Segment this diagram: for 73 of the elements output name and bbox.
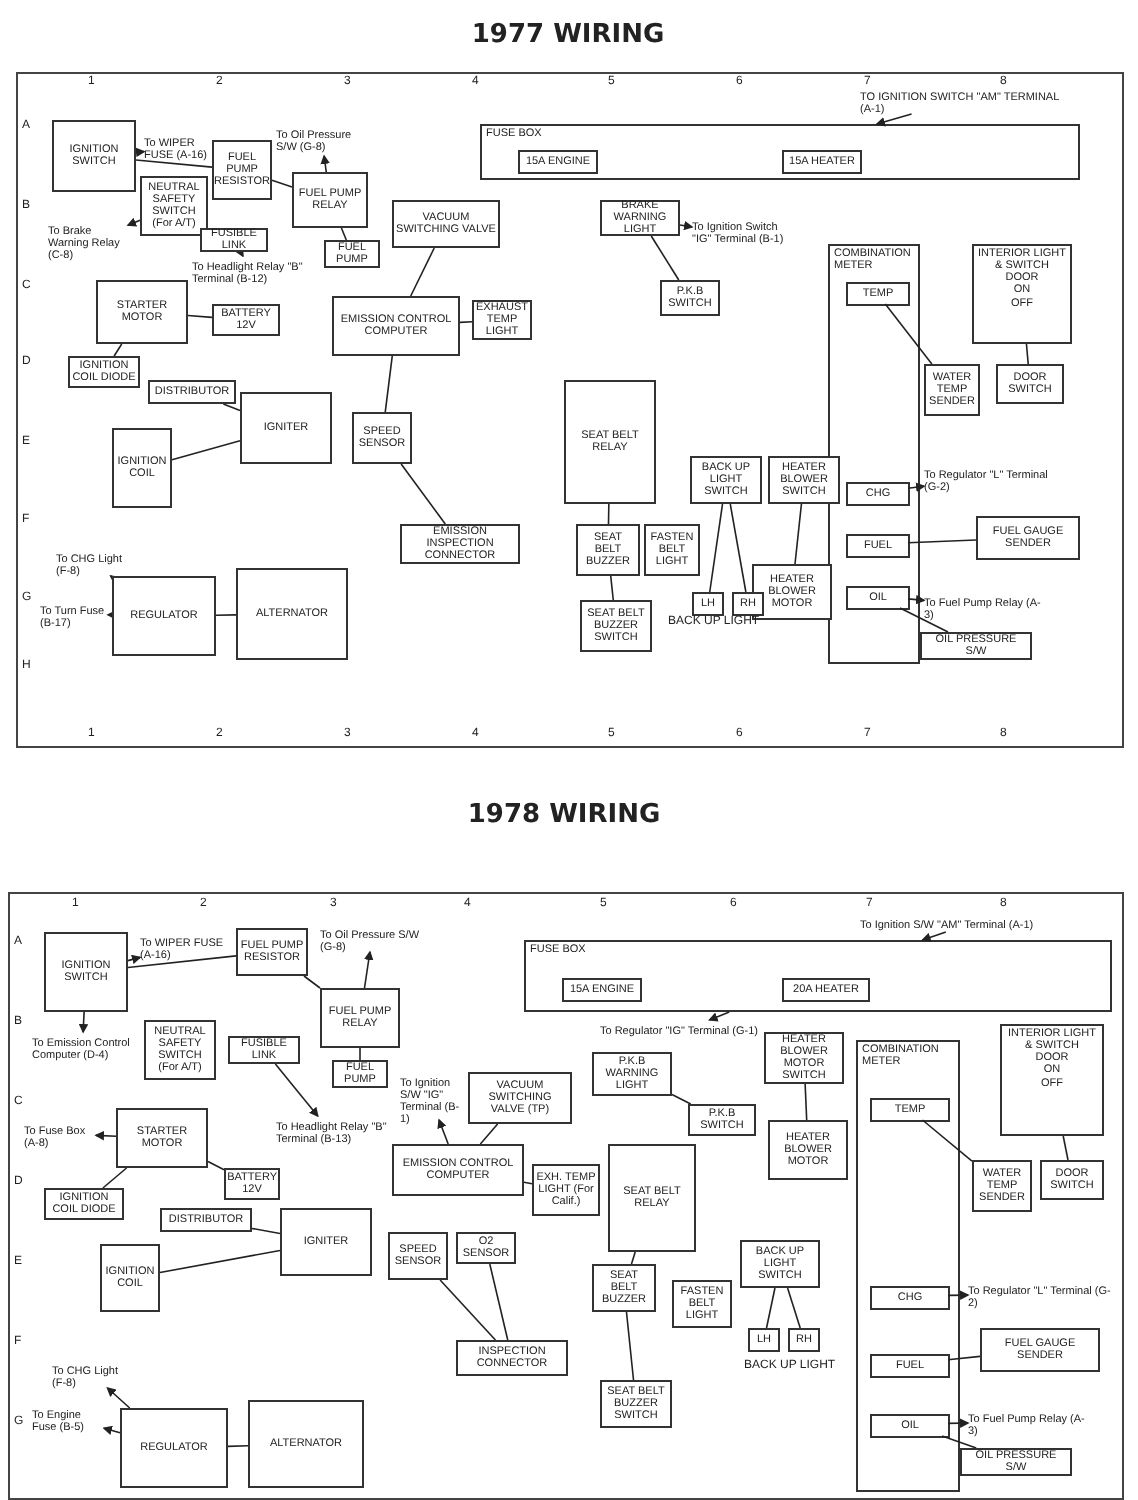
arrow (907, 482, 926, 492)
wire (609, 575, 615, 601)
arrow (274, 1063, 319, 1118)
wire (340, 227, 348, 241)
wire (207, 1160, 225, 1171)
wire (708, 503, 724, 593)
wire (907, 539, 977, 544)
wire (650, 235, 680, 281)
arrow (234, 246, 244, 258)
wire (102, 1167, 128, 1189)
arrow (437, 1118, 449, 1145)
wire (459, 320, 473, 324)
wire (215, 614, 237, 616)
wire (359, 1047, 361, 1061)
wire (523, 1181, 533, 1185)
arrow (126, 217, 141, 227)
wire (251, 1227, 281, 1235)
wire (409, 247, 436, 297)
wire (921, 1119, 973, 1162)
arrow (94, 1130, 117, 1141)
wire (884, 303, 933, 365)
wire (625, 1311, 635, 1381)
arrow (127, 954, 142, 965)
component-group (828, 244, 920, 664)
wire (729, 503, 747, 593)
wire (1062, 1135, 1069, 1161)
wire (113, 343, 123, 357)
wire (607, 503, 610, 525)
arrow (102, 1425, 121, 1435)
arrow (78, 1011, 89, 1034)
arrow (708, 1011, 731, 1022)
switch-box (1000, 1024, 1104, 1136)
panel-heading: 1978 WIRING (465, 800, 663, 830)
arrow (363, 950, 374, 989)
wire (127, 955, 237, 969)
wire (804, 1083, 808, 1121)
wire (384, 355, 394, 413)
wire (947, 1355, 981, 1361)
arrow (921, 931, 947, 942)
arrow (907, 594, 926, 605)
switch-box (972, 244, 1072, 344)
wire (222, 403, 241, 412)
wire (630, 1251, 636, 1265)
wire (271, 179, 293, 188)
wire (765, 1287, 776, 1329)
arrow (875, 113, 913, 127)
wire (786, 1287, 801, 1329)
wire (303, 975, 321, 989)
wire (794, 503, 803, 565)
wire (400, 463, 447, 525)
wire (488, 1263, 509, 1341)
wire (135, 159, 213, 168)
arrow (947, 1290, 970, 1300)
wire (171, 439, 241, 461)
wire (671, 1093, 692, 1105)
wire (439, 1279, 497, 1341)
arrow (679, 220, 694, 231)
component-group (480, 124, 1080, 180)
wire (479, 1123, 499, 1145)
wire (941, 1435, 977, 1449)
arrow (106, 610, 117, 620)
arrow (106, 1386, 131, 1409)
arrow (135, 147, 146, 158)
panel-heading: 1977 WIRING (469, 20, 667, 50)
wire (187, 314, 213, 319)
component-group (524, 940, 1112, 1012)
wire (227, 1444, 249, 1448)
arrow (320, 154, 330, 173)
wire (899, 607, 949, 633)
component-group (856, 1040, 960, 1492)
wire (159, 1249, 281, 1274)
arrow (947, 1418, 970, 1428)
wire (1025, 343, 1029, 365)
